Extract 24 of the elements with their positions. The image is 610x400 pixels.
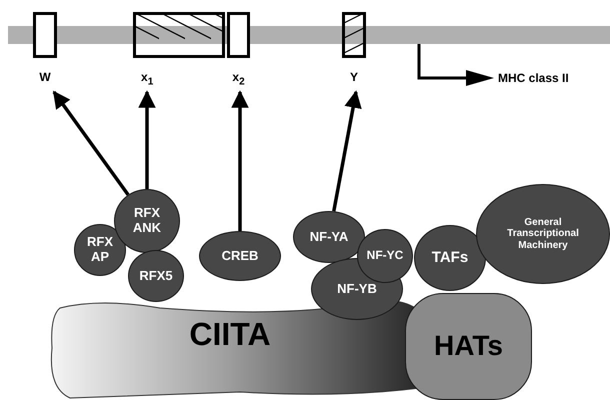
arrow [52, 90, 130, 196]
arrow [332, 90, 362, 212]
element-label: x$_{1}$ [140, 70, 154, 88]
arrow [138, 90, 156, 189]
protein-label: RFX AP [86, 235, 114, 265]
protein-label: TAFs [432, 249, 468, 267]
gene-label: MHC class II [498, 71, 569, 85]
protein-blob [128, 250, 184, 302]
arrow [231, 90, 249, 231]
protein-label: CREB [222, 248, 258, 264]
protein-label: NF-YC [366, 249, 404, 263]
element-label: Y [350, 70, 358, 84]
element-label: W [39, 70, 51, 84]
protein-label: General Transcriptional Machinery [506, 216, 580, 252]
protein-label: HATs [434, 330, 503, 363]
protein-blob [74, 224, 126, 276]
protein-label: RFX5 [139, 268, 173, 284]
protein-label: RFX ANK [132, 206, 162, 236]
protein-label: NF-YB [337, 282, 377, 296]
protein-label: CIITA [189, 316, 271, 352]
protein-label: NF-YA [310, 230, 348, 244]
protein-blob [405, 293, 532, 400]
element-label: x$_{2}$ [232, 70, 245, 88]
protein-blob [357, 229, 413, 283]
